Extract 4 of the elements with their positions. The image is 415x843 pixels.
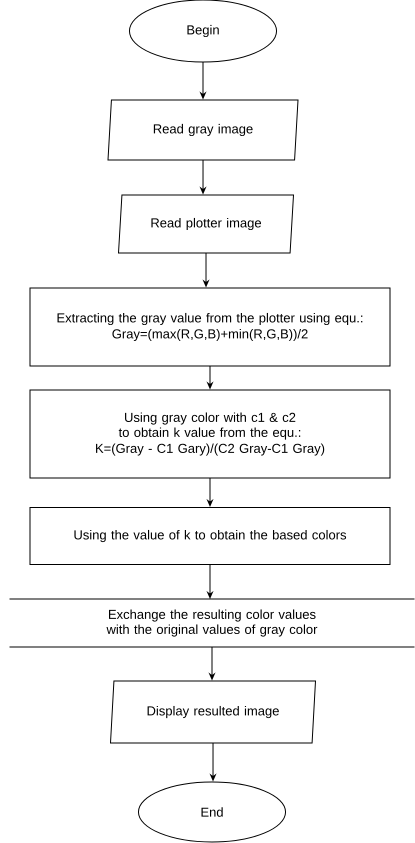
process-box: Extracting the gray value from the plotter using equ.: Gray=(max(R,G,B)+min(R,G,B))/2	[30, 288, 390, 366]
process-box: Using the value of k to obtain the based colors	[30, 507, 390, 565]
process-band: Exchange the resulting color values with the original values of gray color	[9, 598, 415, 648]
process-box: Using gray color with c1 & c2 to obtain k value from the equ.: K=(Gray - C1 Gary)/(C2 Gray-C1 Gray)	[30, 390, 390, 478]
